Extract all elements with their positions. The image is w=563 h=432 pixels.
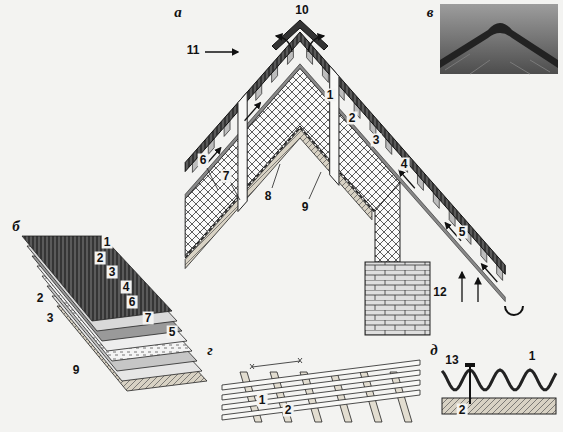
callout-number: 1	[102, 236, 113, 249]
sheet-fixing-part	[442, 370, 556, 390]
ridge-air	[205, 36, 324, 52]
gutter	[505, 306, 523, 315]
callout-number: 2	[95, 252, 106, 265]
callout-number: 4	[399, 158, 410, 171]
air-flow-part	[399, 170, 415, 188]
layer-stack	[22, 236, 207, 391]
leader-lines-part	[309, 172, 321, 199]
callout-number: 3	[107, 266, 118, 279]
wall-insulation	[375, 182, 400, 262]
figure-letter: а	[172, 4, 184, 20]
callout-number: 5	[167, 326, 178, 339]
callout-number: 5	[457, 226, 468, 239]
leader-lines-part	[272, 164, 280, 188]
figure-letter: в	[425, 4, 436, 20]
ridge-air-part	[308, 36, 324, 52]
callout-number: 2	[35, 292, 46, 305]
callout-number: 6	[127, 296, 138, 309]
sheet-fixing-part	[469, 366, 471, 404]
ridge-photo-part	[440, 4, 558, 74]
air-flow-part	[482, 264, 498, 282]
batten-grid-part	[222, 390, 420, 420]
callout-number: 6	[198, 154, 209, 167]
callout-number: 7	[143, 312, 154, 325]
callout-number: 1	[527, 350, 538, 363]
callout-number: 8	[263, 190, 274, 203]
ridge-photo-part	[445, 54, 550, 74]
callout-number: 2	[347, 112, 358, 125]
ridge-cap	[272, 20, 328, 50]
callout-number: 2	[283, 404, 294, 417]
figure-letter: г	[205, 342, 215, 358]
batten-grid-part	[250, 358, 302, 369]
callout-number: 1	[325, 89, 336, 102]
ridge-photo	[440, 4, 558, 74]
figure-letter: д	[428, 342, 439, 358]
callout-number: 1	[257, 394, 268, 407]
membrane	[185, 64, 505, 302]
callout-number: 10	[293, 4, 310, 17]
callout-number: 2	[457, 404, 468, 417]
layer-stack-part	[22, 236, 172, 321]
sheet-fixing-part	[465, 363, 475, 367]
callout-number: 7	[221, 170, 232, 183]
ridge-air-part	[205, 51, 238, 52]
figure-letter: б	[10, 218, 22, 234]
leader-lines-part	[207, 168, 218, 190]
callout-number: 3	[45, 312, 56, 325]
callout-number: 4	[121, 281, 132, 294]
eave-air-part	[461, 272, 462, 302]
eave-air-part	[477, 278, 478, 302]
air-flow-part	[245, 103, 261, 121]
air-flow	[205, 103, 497, 282]
callout-number: 11	[185, 44, 202, 57]
rafter	[238, 92, 247, 212]
callout-number: 12	[431, 286, 448, 299]
batten-grid	[222, 358, 420, 422]
ridge-air-part	[276, 36, 292, 52]
leader-lines-part	[231, 184, 240, 200]
battens	[192, 49, 502, 281]
rafter	[330, 66, 339, 186]
callout-number: 9	[300, 201, 311, 214]
brick-wall	[365, 262, 430, 335]
eave-air	[462, 272, 478, 302]
callout-number: 3	[371, 134, 382, 147]
callout-number: 9	[71, 364, 82, 377]
vapour-barrier	[185, 127, 374, 257]
callout-number: 13	[443, 354, 460, 367]
ridge-photo-part	[440, 23, 558, 68]
